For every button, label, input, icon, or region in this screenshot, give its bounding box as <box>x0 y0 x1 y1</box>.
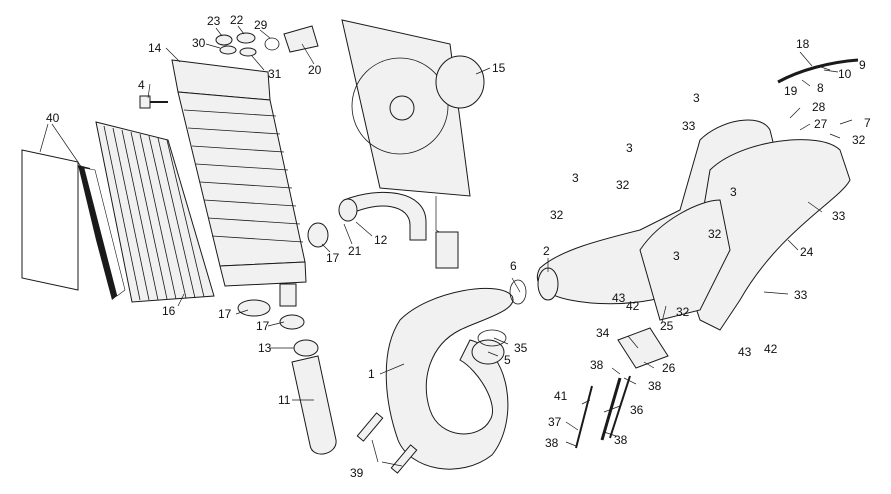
callout-32: 32 <box>550 208 564 222</box>
callout-39: 39 <box>350 466 364 480</box>
bolt-4 <box>139 95 168 109</box>
radiator-14 <box>171 59 307 307</box>
radiator-grille-16 <box>95 121 215 303</box>
callout-43: 43 <box>612 291 626 305</box>
callout-12: 12 <box>374 233 388 247</box>
side-panels-24-25 <box>639 139 851 331</box>
callout-27: 27 <box>814 117 828 131</box>
callout-labels: 1 2 3 3 3 3 3 4 5 6 7 8 9 10 11 12 13 14… <box>46 13 871 480</box>
callout-33: 33 <box>832 209 846 223</box>
callout-18: 18 <box>796 37 810 51</box>
callout-41: 41 <box>554 389 568 403</box>
callout-3: 3 <box>673 249 680 263</box>
callout-13: 13 <box>258 341 272 355</box>
callout-38: 38 <box>648 379 662 393</box>
radiator-cap-parts <box>215 25 319 57</box>
callout-24: 24 <box>800 245 814 259</box>
callout-7: 7 <box>864 116 871 130</box>
callout-3: 3 <box>693 91 700 105</box>
callout-17: 17 <box>218 307 232 321</box>
callout-8: 8 <box>817 81 824 95</box>
callout-16: 16 <box>162 304 176 318</box>
callout-17: 17 <box>256 319 270 333</box>
callout-32: 32 <box>616 178 630 192</box>
callout-22: 22 <box>230 13 244 27</box>
callout-32: 32 <box>852 133 866 147</box>
hose-lower-parts <box>237 299 337 455</box>
callout-19: 19 <box>784 84 798 98</box>
callout-11: 11 <box>278 393 291 407</box>
leader-lines <box>39 25 853 467</box>
callout-37: 37 <box>548 415 562 429</box>
callout-32: 32 <box>676 305 690 319</box>
callout-34: 34 <box>596 326 610 340</box>
callout-30: 30 <box>192 36 206 50</box>
callout-29: 29 <box>254 18 268 32</box>
exhaust-pipe-1 <box>385 287 514 470</box>
callout-33: 33 <box>794 288 808 302</box>
callout-43: 43 <box>738 345 752 359</box>
callout-32: 32 <box>708 227 722 241</box>
cooling-fan-15 <box>341 19 485 269</box>
cable-18 <box>777 58 859 84</box>
callout-3: 3 <box>572 171 579 185</box>
callout-1: 1 <box>368 367 375 381</box>
callout-42: 42 <box>764 342 778 356</box>
callout-25: 25 <box>660 319 674 333</box>
callout-28: 28 <box>812 100 826 114</box>
hose-12 <box>307 191 427 248</box>
callout-33: 33 <box>682 119 696 133</box>
rods-36-37 <box>575 375 631 449</box>
callout-21: 21 <box>348 244 362 258</box>
callout-2: 2 <box>543 244 550 258</box>
callout-17: 17 <box>326 251 340 265</box>
callout-4: 4 <box>138 78 145 92</box>
callout-14: 14 <box>148 41 162 55</box>
callout-9: 9 <box>859 58 866 72</box>
callout-5: 5 <box>504 353 511 367</box>
studs-39 <box>356 412 418 474</box>
callout-10: 10 <box>838 67 852 81</box>
bracket-26 <box>617 327 669 369</box>
callout-38: 38 <box>614 433 628 447</box>
callout-26: 26 <box>662 361 676 375</box>
callout-3: 3 <box>730 185 737 199</box>
callout-20: 20 <box>308 63 322 77</box>
callout-38: 38 <box>545 436 559 450</box>
decal-40 <box>21 149 126 300</box>
callout-35: 35 <box>514 341 528 355</box>
callout-38: 38 <box>590 358 604 372</box>
callout-15: 15 <box>492 61 506 75</box>
callout-6: 6 <box>510 259 517 273</box>
callout-3: 3 <box>626 141 633 155</box>
callout-40: 40 <box>46 111 60 125</box>
callout-42: 42 <box>626 299 640 313</box>
callout-36: 36 <box>630 403 644 417</box>
callout-31: 31 <box>268 67 282 81</box>
callout-23: 23 <box>207 14 221 28</box>
